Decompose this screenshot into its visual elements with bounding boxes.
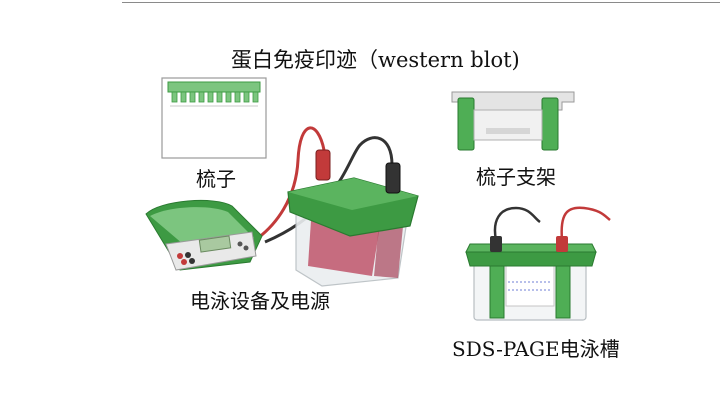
diagram-title: 蛋白免疫印迹（western blot) <box>231 48 520 72</box>
sds-tank-red-cable <box>560 206 611 241</box>
power-supply-label: 电泳设备及电源 <box>190 289 330 313</box>
power-supply-illustration <box>145 199 263 271</box>
sds-page-tank-label: SDS-PAGE电泳槽 <box>452 337 620 361</box>
comb-holder-illustration <box>451 91 575 151</box>
electrophoresis-tank-illustration <box>287 149 419 287</box>
comb-illustration <box>161 77 267 159</box>
comb-holder-label: 梳子支架 <box>476 165 556 189</box>
sds-page-tank-illustration <box>465 236 597 321</box>
tank-red-cable <box>257 126 326 240</box>
sds-tank-black-cable <box>493 206 541 241</box>
comb-label: 梳子 <box>196 167 236 191</box>
top-divider-line <box>122 2 720 3</box>
